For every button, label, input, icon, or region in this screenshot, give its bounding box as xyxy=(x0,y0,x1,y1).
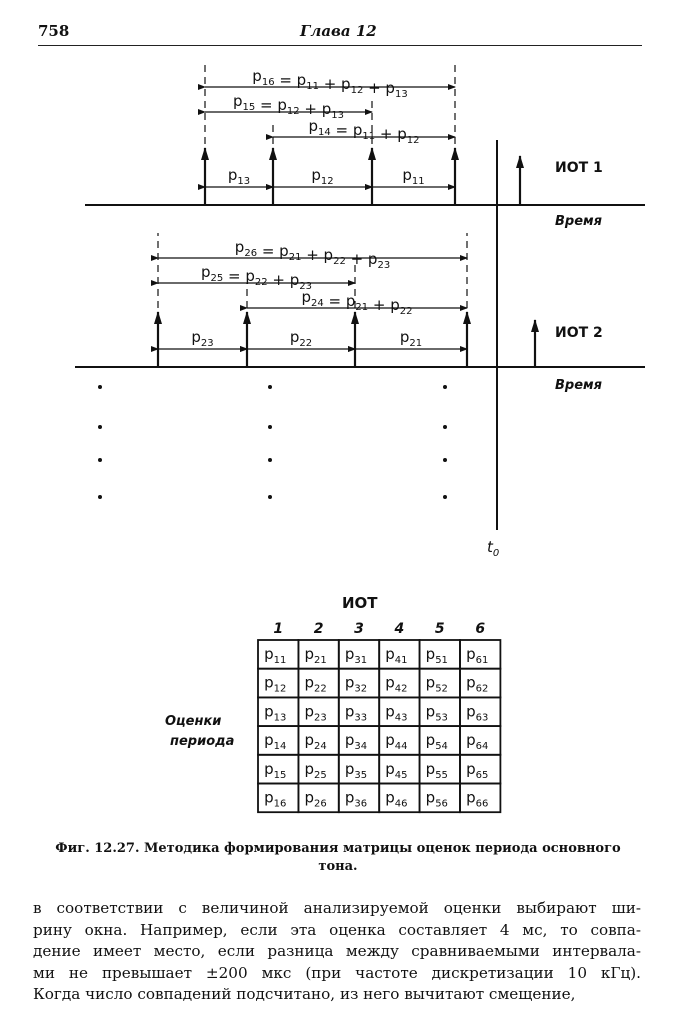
matrix-cell-label: p14 xyxy=(264,731,286,752)
matrix-cell-label: p24 xyxy=(304,731,326,752)
body-line: Когда число совпадений подсчитано, из не… xyxy=(33,985,576,1003)
matrix-cell-label: p25 xyxy=(304,760,326,781)
dot xyxy=(268,458,272,462)
matrix-cell-label: p53 xyxy=(426,702,448,723)
body-line: дение имеет место, если разница между ср… xyxy=(33,942,641,960)
sum-label: p25 = p22 + p23 xyxy=(201,263,312,292)
matrix-cell-label: p64 xyxy=(466,731,488,752)
sum-label: p26 = p21 + p22 + p23 xyxy=(235,238,390,271)
dot xyxy=(268,495,272,499)
t0-label: t0 xyxy=(487,538,499,559)
body-text: в соответствии с величиной анализируемой… xyxy=(33,898,641,1006)
dot xyxy=(98,495,102,499)
sum-label: p16 = p11 + p12 + p13 xyxy=(252,67,407,100)
interval-label: p12 xyxy=(311,166,333,187)
dot xyxy=(443,495,447,499)
matrix-cell-label: p46 xyxy=(385,789,407,810)
matrix-cell-label: p13 xyxy=(264,702,286,723)
dot xyxy=(268,385,272,389)
stream2-time-label: Время xyxy=(555,378,602,393)
matrix-title: ИОТ xyxy=(342,594,378,612)
dot xyxy=(443,458,447,462)
matrix-cell-label: p23 xyxy=(304,702,326,723)
interval-label: p23 xyxy=(191,328,213,349)
column-header: 6 xyxy=(475,621,485,637)
body-line: рину окна. Например, если эта оценка сос… xyxy=(33,920,641,939)
chapter-title: Глава 12 xyxy=(300,22,377,40)
dot xyxy=(98,425,102,429)
matrix-cell-label: p11 xyxy=(264,645,286,666)
matrix-cell-label: p43 xyxy=(385,702,407,723)
column-header: 2 xyxy=(314,621,324,637)
matrix-cell-label: p41 xyxy=(385,645,407,666)
matrix-cell-label: p62 xyxy=(466,674,488,695)
matrix-cell-label: p55 xyxy=(426,760,448,781)
stream2-name: ИОТ 2 xyxy=(555,325,603,341)
matrix-cell-label: p65 xyxy=(466,760,488,781)
body-line: ми не превышает ±200 мкс (при частоте ди… xyxy=(33,963,641,982)
matrix-cell-label: p26 xyxy=(304,789,326,810)
matrix-cell-label: p56 xyxy=(426,789,448,810)
matrix-cell-label: p16 xyxy=(264,789,286,810)
interval-label: p22 xyxy=(290,328,312,349)
row-label-line2: периода xyxy=(170,734,234,749)
header-rule xyxy=(38,45,642,46)
dot xyxy=(268,425,272,429)
matrix-cell-label: p61 xyxy=(466,645,488,666)
matrix-cell-label: p33 xyxy=(345,702,367,723)
matrix-cell-label: p12 xyxy=(264,674,286,695)
page-number: 758 xyxy=(38,22,70,40)
matrix-cell-label: p15 xyxy=(264,760,286,781)
matrix-cell xyxy=(459,782,502,814)
matrix-column-headers: 1 2 3 4 5 6 xyxy=(273,621,485,637)
interval-label: p21 xyxy=(400,328,422,349)
ellipsis-dots xyxy=(98,385,447,499)
matrix-cell-label: p44 xyxy=(385,731,407,752)
matrix-cell-label: p22 xyxy=(304,674,326,695)
matrix-cell-label: p21 xyxy=(304,645,326,666)
matrix-cell-label: p31 xyxy=(345,645,367,666)
interval-label: p11 xyxy=(402,166,424,187)
caption-line: тона. xyxy=(318,859,358,874)
matrix-cell-label: p63 xyxy=(466,702,488,723)
column-header: 5 xyxy=(435,621,445,637)
body-line: в соответствии с величиной анализируемой… xyxy=(33,899,641,917)
dot xyxy=(98,458,102,462)
caption-line: Фиг. 12.27. Методика формирования матриц… xyxy=(55,841,621,856)
matrix-cell-label: p32 xyxy=(345,674,367,695)
dot xyxy=(98,385,102,389)
stream1-time-label: Время xyxy=(555,214,602,229)
dot xyxy=(443,385,447,389)
sum-label: p15 = p12 + p13 xyxy=(233,92,344,121)
matrix-cell-label: p36 xyxy=(345,789,367,810)
column-header: 4 xyxy=(394,621,405,637)
figure-caption: Фиг. 12.27. Методика формирования матриц… xyxy=(38,840,638,876)
interval-label: p13 xyxy=(228,166,250,187)
stream1-name: ИОТ 1 xyxy=(555,160,603,176)
period-matrix: p11 p21 p31 p41 p51 p61 p12 p22 p32 p42 p52 p62 p13 p… xyxy=(257,639,502,814)
matrix-cell-label: p66 xyxy=(466,789,488,810)
dot xyxy=(443,425,447,429)
matrix-cell-label: p54 xyxy=(426,731,448,752)
row-label-line1: Оценки xyxy=(165,714,221,729)
column-header: 3 xyxy=(354,621,364,637)
matrix-cell-label: p34 xyxy=(345,731,367,752)
matrix-cell-label: p51 xyxy=(426,645,448,666)
sum-label: p24 = p21 + p22 xyxy=(301,288,412,317)
matrix-cell-label: p52 xyxy=(426,674,448,695)
matrix-cell-label: p42 xyxy=(385,674,407,695)
sum-label: p14 = p11 + p12 xyxy=(308,117,419,146)
column-header: 1 xyxy=(273,621,283,637)
matrix-cell-label: p45 xyxy=(385,760,407,781)
matrix-cell-label: p35 xyxy=(345,760,367,781)
